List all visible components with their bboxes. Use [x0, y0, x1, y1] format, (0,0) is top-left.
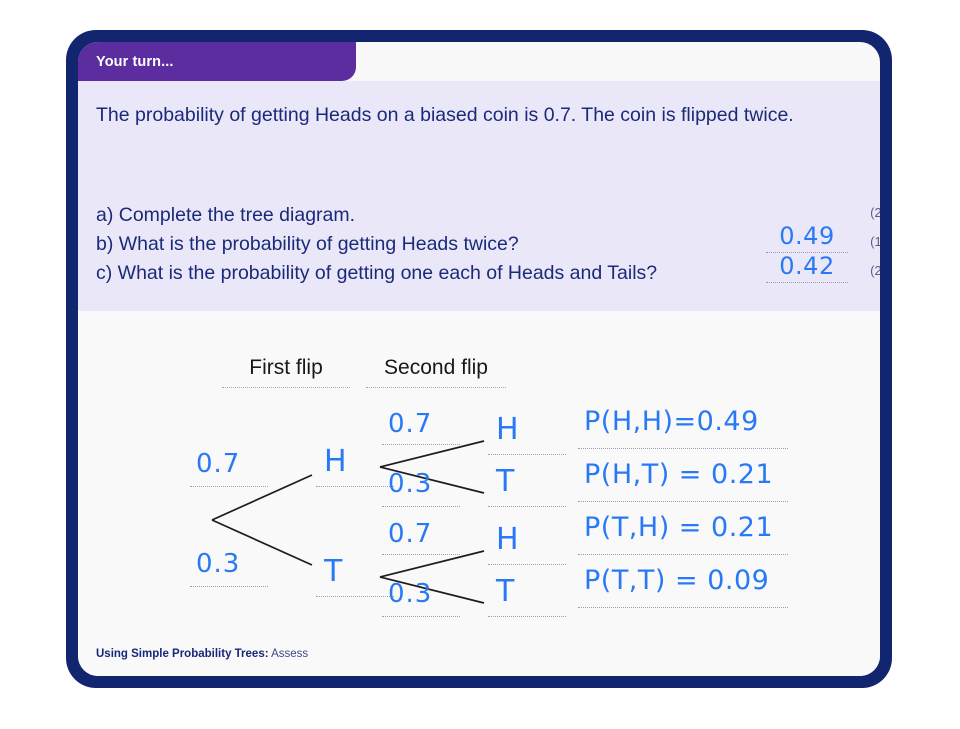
heading-second-flip: Second flip — [366, 356, 506, 388]
second-flip-node-tt: T — [496, 574, 515, 609]
second-flip-node-hh-underline — [488, 454, 566, 455]
heading-first-flip: First flip — [222, 356, 350, 388]
first-flip-tails-probability-underline — [190, 586, 268, 587]
second-flip-from-tails-heads-probability-underline — [382, 554, 460, 555]
question-part-b: b) What is the probability of getting He… — [96, 230, 880, 259]
second-flip-node-ht: T — [496, 464, 515, 499]
first-flip-heads-probability-underline — [190, 486, 268, 487]
question-part-c-text: c) What is the probability of getting on… — [96, 261, 658, 284]
answer-part-c-underline — [766, 282, 848, 283]
second-flip-from-heads-tails-probability: 0.3 — [388, 469, 433, 499]
outcome-probability-ht-underline — [578, 501, 788, 502]
first-flip-tails-node: T — [324, 554, 343, 589]
second-flip-from-tails-heads-probability: 0.7 — [388, 519, 433, 549]
answer-part-b-underline — [766, 252, 848, 253]
question-part-a: a) Complete the tree diagram. (2) — [96, 201, 880, 230]
question-part-c: c) What is the probability of getting on… — [96, 259, 880, 288]
answer-part-b-value: 0.49 — [779, 222, 835, 250]
header-tab-label: Your turn... — [96, 53, 174, 70]
second-flip-node-th: H — [496, 522, 519, 557]
question-part-c-marks: (2) — [870, 263, 880, 278]
question-parts-list: a) Complete the tree diagram. (2) b) Wha… — [96, 201, 880, 288]
outcome-probability-th: P(T,H) = 0.21 — [584, 512, 774, 543]
outcome-probability-tt: P(T,T) = 0.09 — [584, 565, 770, 596]
answer-part-c-value: 0.42 — [779, 252, 835, 280]
outcome-probability-hh-underline — [578, 448, 788, 449]
tree-diagram-area: First flip Second flip 0.7 0.3 H — [78, 311, 880, 676]
footer-stage: Assess — [271, 648, 309, 660]
first-flip-heads-node-underline — [316, 486, 394, 487]
question-part-a-marks: (2) — [870, 205, 880, 220]
footer-topic: Using Simple Probability Trees: — [96, 648, 269, 660]
answer-field-part-c[interactable]: 0.42 — [766, 252, 848, 283]
second-flip-node-hh: H — [496, 412, 519, 447]
first-flip-tails-probability: 0.3 — [196, 549, 241, 579]
outcome-probability-th-underline — [578, 554, 788, 555]
outcome-probability-hh: P(H,H)=0.49 — [584, 406, 759, 437]
question-stem: The probability of getting Heads on a bi… — [96, 104, 794, 126]
outcome-probability-ht: P(H,T) = 0.21 — [584, 459, 774, 490]
first-flip-heads-probability: 0.7 — [196, 449, 241, 479]
question-panel: The probability of getting Heads on a bi… — [78, 81, 880, 311]
first-flip-heads-node: H — [324, 444, 347, 479]
second-flip-node-ht-underline — [488, 506, 566, 507]
card-inner: Your turn... The probability of getting … — [78, 42, 880, 676]
second-flip-node-th-underline — [488, 564, 566, 565]
second-flip-from-heads-tails-probability-underline — [382, 506, 460, 507]
question-part-b-marks: (1) — [870, 234, 880, 249]
footer: Using Simple Probability Trees: Assess — [96, 648, 308, 660]
second-flip-from-heads-heads-probability: 0.7 — [388, 409, 433, 439]
second-flip-from-tails-tails-probability: 0.3 — [388, 579, 433, 609]
second-flip-from-tails-tails-probability-underline — [382, 616, 460, 617]
answer-field-part-b[interactable]: 0.49 — [766, 222, 848, 253]
outcome-probability-tt-underline — [578, 607, 788, 608]
second-flip-node-tt-underline — [488, 616, 566, 617]
first-flip-tails-node-underline — [316, 596, 394, 597]
worksheet-card: Your turn... The probability of getting … — [66, 30, 892, 688]
header-tab: Your turn... — [78, 42, 356, 81]
question-part-b-text: b) What is the probability of getting He… — [96, 232, 519, 255]
second-flip-from-heads-heads-probability-underline — [382, 444, 460, 445]
tree-branch-lines — [211, 440, 485, 604]
question-part-a-text: a) Complete the tree diagram. — [96, 203, 356, 226]
